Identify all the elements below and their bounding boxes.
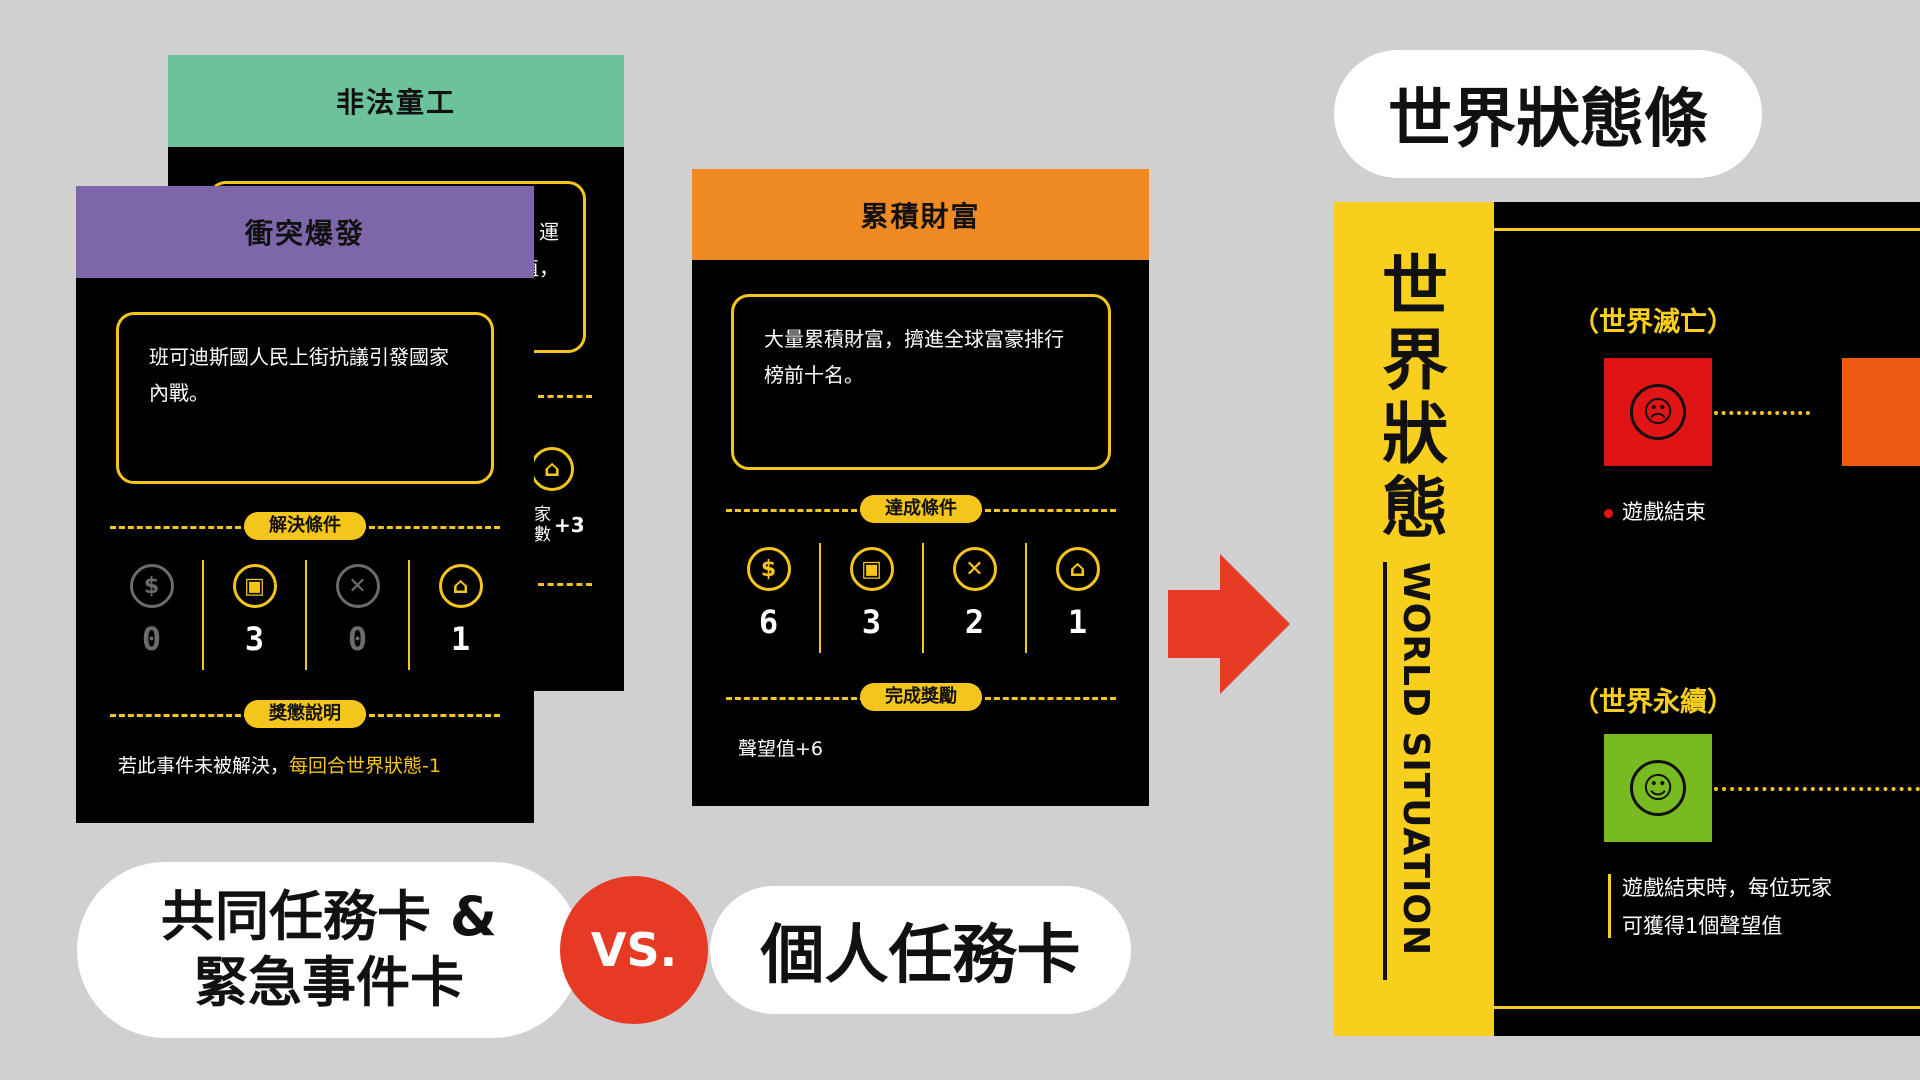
conflict-event-card: 衝突爆發 班可迪斯國人民上街抗議引發國家內戰。 解決條件 $ 0 ▣ 3 ✕ 0… xyxy=(76,186,534,823)
dollar-icon: $ xyxy=(129,564,174,608)
shared-cards-line1: 共同任務卡 & xyxy=(161,885,497,948)
card-header: 衝突爆發 xyxy=(76,186,534,278)
resource-value: 6 xyxy=(758,603,779,641)
card-description: 大量累積財富，擠進全球富豪排行榜前十名。 xyxy=(764,327,1064,387)
resource-value: 1 xyxy=(1067,603,1088,641)
resource-house: ⌂ 1 xyxy=(408,560,511,670)
world-vertical-subtitle: WORLD SITUATION xyxy=(1395,562,1436,957)
tools-icon: ✕ xyxy=(335,564,380,608)
card-description-box: 大量累積財富，擠進全球富豪排行榜前十名。 xyxy=(731,294,1111,470)
personal-card-text: 個人任務卡 xyxy=(760,919,1081,993)
doom-label: （世界滅亡） xyxy=(1572,307,1734,338)
card-description-box: 班可迪斯國人民上街抗議引發國家內戰。 xyxy=(116,312,494,484)
penalty-text-row: 若此事件未被解決，每回合世界狀態-1 xyxy=(118,751,441,778)
vs-badge: VS. xyxy=(560,876,708,1024)
shared-cards-line2: 緊急事件卡 xyxy=(194,951,464,1014)
house-icon: ⌂ xyxy=(1055,547,1100,591)
condition-label: 解決條件 xyxy=(244,512,366,540)
vs-text: VS. xyxy=(590,923,678,977)
panel-bottom-line xyxy=(1494,1006,1920,1009)
card-title: 累積財富 xyxy=(860,199,981,233)
doom-note: 遊戲結束 xyxy=(1622,500,1706,524)
res-label: 家 數 xyxy=(534,505,551,545)
resource-money: $ 6 xyxy=(718,543,819,653)
resource-tools: ✕ 0 xyxy=(305,560,408,670)
world-bar-title-label: 世界狀態條 xyxy=(1334,50,1762,178)
sustain-label: （世界永續） xyxy=(1572,687,1734,718)
resource-value: 1 xyxy=(450,620,471,658)
sustain-note-1: 遊戲結束時，每位玩家 xyxy=(1622,876,1832,900)
house-icon: ⌂ xyxy=(530,447,574,491)
resource-value: 0 xyxy=(141,620,162,658)
box-icon: ▣ xyxy=(849,547,894,591)
card-description: 班可迪斯國人民上街抗議引發國家內戰。 xyxy=(149,345,449,405)
resource-row: $ 0 ▣ 3 ✕ 0 ⌂ 1 xyxy=(101,560,511,670)
resource-value: 3 xyxy=(861,603,882,641)
box-icon: ▣ xyxy=(232,564,277,608)
card-title: 非法童工 xyxy=(335,86,456,119)
resource-goods: ▣ 3 xyxy=(202,560,305,670)
resource-tools: ✕ 2 xyxy=(922,543,1025,653)
house-icon: ⌂ xyxy=(438,564,483,608)
res-bonus: +3 xyxy=(554,513,585,537)
red-dot-icon xyxy=(1604,509,1613,518)
penalty-text: 若此事件未被解決， xyxy=(118,755,290,777)
wealth-mission-card: 累積財富 大量累積財富，擠進全球富豪排行榜前十名。 達成條件 $ 6 ▣ 3 ✕… xyxy=(692,169,1149,806)
sidebar-divider xyxy=(1383,562,1387,980)
tools-icon: ✕ xyxy=(952,547,997,591)
reward-text: 聲望值+6 xyxy=(738,738,824,760)
world-situation-panel: 世界狀態 WORLD SITUATION （世界滅亡） ☹ 遊戲結束 （世界永續… xyxy=(1334,202,1920,1036)
happy-face-icon: ☺ xyxy=(1630,760,1686,816)
penalty-highlight: 每回合世界狀態-1 xyxy=(289,755,441,777)
penalty-label: 獎懲說明 xyxy=(244,700,366,728)
condition-label: 達成條件 xyxy=(860,495,982,523)
reward-label: 完成獎勵 xyxy=(860,683,982,711)
resource-value: 2 xyxy=(964,603,985,641)
desc-partial-1: 運 xyxy=(539,220,559,244)
sustain-note-2: 可獲得1個聲望值 xyxy=(1622,914,1783,938)
card-title: 衝突爆發 xyxy=(244,217,365,250)
resource-goods: ▣ 3 xyxy=(819,543,922,653)
shared-cards-label: 共同任務卡 & 緊急事件卡 xyxy=(77,862,581,1038)
world-vertical-title: 世界狀態 xyxy=(1382,248,1448,547)
resource-money: $ 0 xyxy=(101,560,202,670)
world-bar-title-text: 世界狀態條 xyxy=(1388,83,1708,157)
track-dotted-line xyxy=(1714,411,1810,415)
arrow-right-icon xyxy=(1168,554,1290,694)
resource-house: ⌂ 1 xyxy=(1025,543,1128,653)
resource-row: $ 6 ▣ 3 ✕ 2 ⌂ 1 xyxy=(718,543,1128,653)
sustain-face-tile: ☺ xyxy=(1604,734,1712,842)
sustain-note-bar xyxy=(1608,874,1611,938)
divider-line xyxy=(538,395,592,398)
doom-face-tile: ☹ xyxy=(1604,358,1712,466)
next-orange-tile xyxy=(1842,358,1920,466)
card-header: 非法童工 xyxy=(168,55,624,147)
panel-top-line xyxy=(1494,228,1920,231)
resource-value: 3 xyxy=(244,620,265,658)
dollar-icon: $ xyxy=(746,547,791,591)
card-header: 累積財富 xyxy=(692,169,1149,260)
sad-face-icon: ☹ xyxy=(1630,384,1686,440)
resource-value: 0 xyxy=(347,620,368,658)
personal-card-label: 個人任務卡 xyxy=(710,886,1131,1014)
divider-line xyxy=(538,583,592,586)
world-panel-sidebar: 世界狀態 WORLD SITUATION xyxy=(1334,202,1494,1036)
track-dotted-line xyxy=(1714,787,1920,791)
